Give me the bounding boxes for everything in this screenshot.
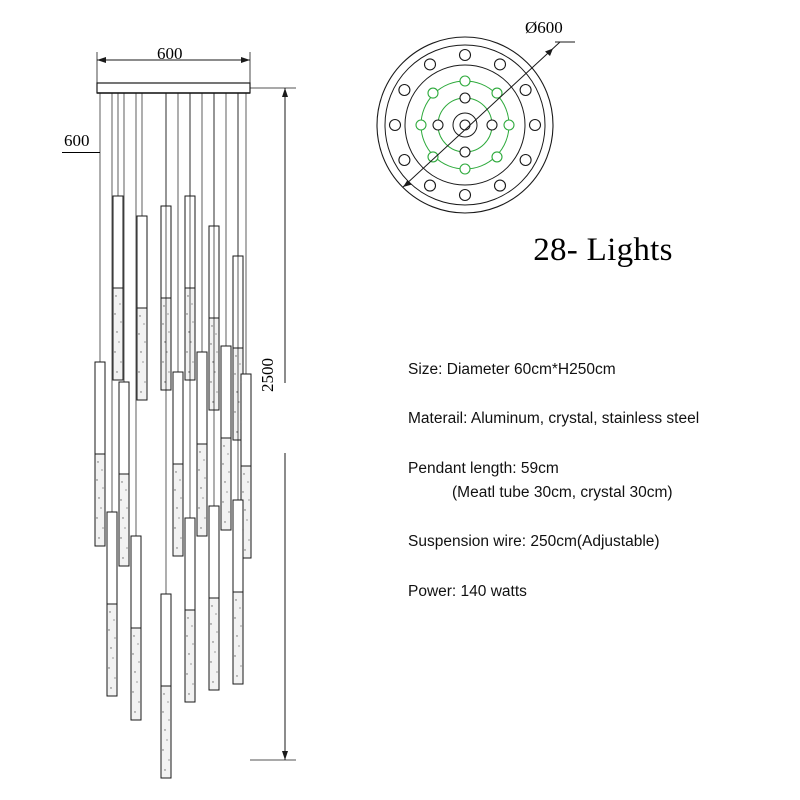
plan-light-positions-outer [388,48,542,202]
plan-light-positions-middle [415,75,515,175]
plan-ring-2 [384,44,546,206]
plan-ring-center [452,112,478,138]
spec-size: Size: Diameter 60cm*H250cm [408,361,616,378]
dimension-label-left-depth: 600 [64,131,90,150]
spec-power: Power: 140 watts [408,582,527,600]
page-title: 28- Lights [533,232,673,268]
pendant-group [94,93,252,779]
spec-suspension-wire: Suspension wire: 250cm(Adjustable) [408,533,660,551]
top-dimension-600 [96,52,251,86]
plan-light-center [459,119,471,131]
ceiling-canopy [96,82,251,94]
elevation-view [94,52,296,779]
spec-pendant-length: Pendant length: 59cm [408,459,559,477]
dimension-label-height: 2500 [258,358,277,392]
plan-ring-3 [404,64,526,186]
plan-view [376,36,575,214]
dimension-underline [62,152,100,153]
spec-pendant-detail: (Meatl tube 30cm, crystal 30cm) [452,484,673,502]
specification-list: Size: Diameter 60cm*H250cm Materail: Alu… [408,360,798,631]
spec-material: Materail: Aluminum, crystal, stainless s… [408,410,700,428]
dimension-label-diameter: Ø600 [525,18,563,37]
plan-light-positions-inner [432,92,498,158]
dimension-label-top-width: 600 [157,44,183,63]
height-dimension-2500 [250,87,296,761]
diameter-leader-line [402,41,575,188]
plan-outer-circle [376,36,554,214]
crystal-speckle-texture [96,295,250,771]
